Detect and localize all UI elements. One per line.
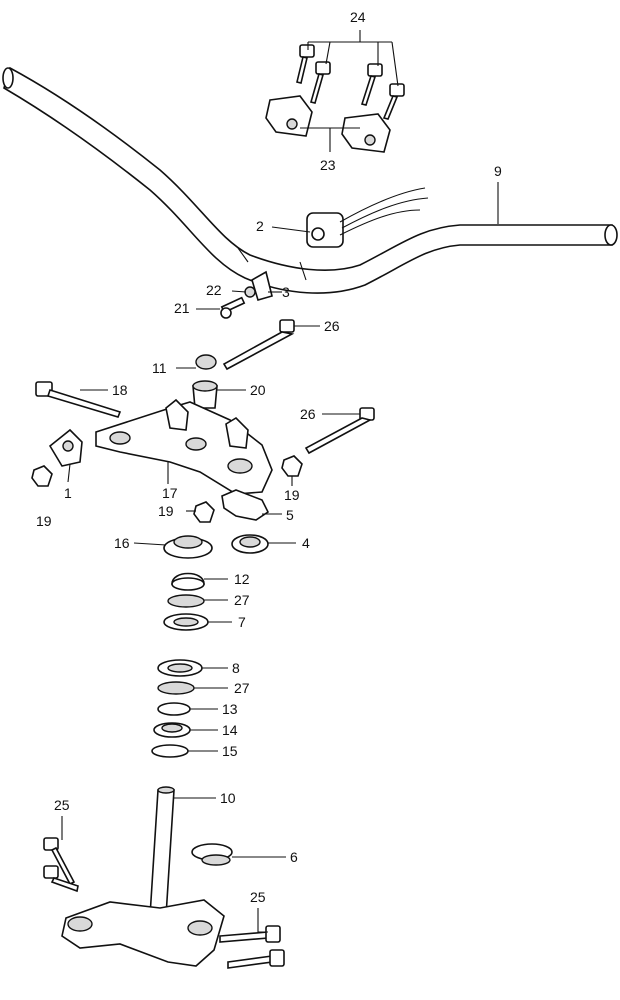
dust-seal-14: [153, 722, 191, 738]
callout-25-right: 25: [250, 889, 266, 905]
steel-balls-27-upper: [167, 594, 205, 608]
callout-11: 11: [152, 360, 167, 376]
upper-race-cover-16: [163, 535, 213, 559]
callout-13: 13: [222, 701, 238, 717]
callout-23: 23: [320, 157, 336, 173]
top-cone-race-12: [171, 572, 205, 591]
lower-holder-5: [221, 489, 270, 521]
nut-19-left: [31, 465, 53, 487]
callout-14: 14: [222, 722, 238, 738]
callout-19-left: 19: [36, 513, 52, 529]
bolt-26-lower: [304, 407, 375, 455]
handlebar: [2, 66, 618, 294]
callout-27-upper: 27: [234, 592, 250, 608]
leader-lines: [61, 30, 499, 933]
steel-balls-27-lower: [157, 681, 195, 695]
callout-24: 24: [350, 9, 366, 25]
callout-5: 5: [286, 507, 294, 523]
callout-labels: 24 23 9 2 22 3 21 26 11 20 18 26 17 1 19…: [36, 9, 502, 905]
washer-22: [244, 286, 256, 298]
callout-19-right: 19: [284, 487, 300, 503]
callout-21: 21: [174, 300, 190, 316]
callout-15: 15: [222, 743, 238, 759]
bottom-cone-race-13: [157, 702, 191, 716]
clamp-6: [191, 843, 233, 866]
callout-20: 20: [250, 382, 266, 398]
steering-stem: [61, 786, 225, 967]
callout-2: 2: [256, 218, 264, 234]
ball-race-8: [157, 659, 203, 677]
wire-clamp: [251, 270, 273, 301]
callout-7: 7: [238, 614, 246, 630]
callout-9: 9: [494, 163, 502, 179]
callout-22: 22: [206, 282, 222, 298]
seal-4: [231, 534, 269, 554]
callout-27-lower: 27: [234, 680, 250, 696]
callout-17: 17: [162, 485, 178, 501]
callout-4: 4: [302, 535, 310, 551]
callout-25-left: 25: [54, 797, 70, 813]
callout-26-upper: 26: [324, 318, 340, 334]
callout-1: 1: [64, 485, 72, 501]
ball-race-7: [163, 613, 209, 631]
callout-18: 18: [112, 382, 128, 398]
callout-16: 16: [114, 535, 130, 551]
callout-3: 3: [282, 284, 290, 300]
holder-bolts: [296, 44, 405, 120]
handlebar-switch: [306, 187, 429, 248]
callout-12: 12: [234, 571, 250, 587]
callout-19-center: 19: [158, 503, 174, 519]
top-bridge: [95, 398, 273, 495]
callout-26-lower: 26: [300, 406, 316, 422]
nut-19-right: [281, 455, 303, 477]
pinch-bolts-right: [219, 925, 285, 969]
rubber-20: [192, 380, 218, 409]
bolt-26-upper: [222, 319, 295, 371]
bolt-18: [35, 381, 122, 418]
callout-6: 6: [290, 849, 298, 865]
callout-10: 10: [220, 790, 236, 806]
screw-21: [220, 296, 246, 319]
rubber-11: [195, 354, 217, 370]
callout-8: 8: [232, 660, 240, 676]
pinch-bolts-left: [43, 837, 79, 893]
nut-19-center: [193, 501, 215, 523]
lower-holder-1: [48, 428, 83, 467]
upper-holders: [265, 95, 391, 153]
washer-15: [151, 744, 189, 758]
